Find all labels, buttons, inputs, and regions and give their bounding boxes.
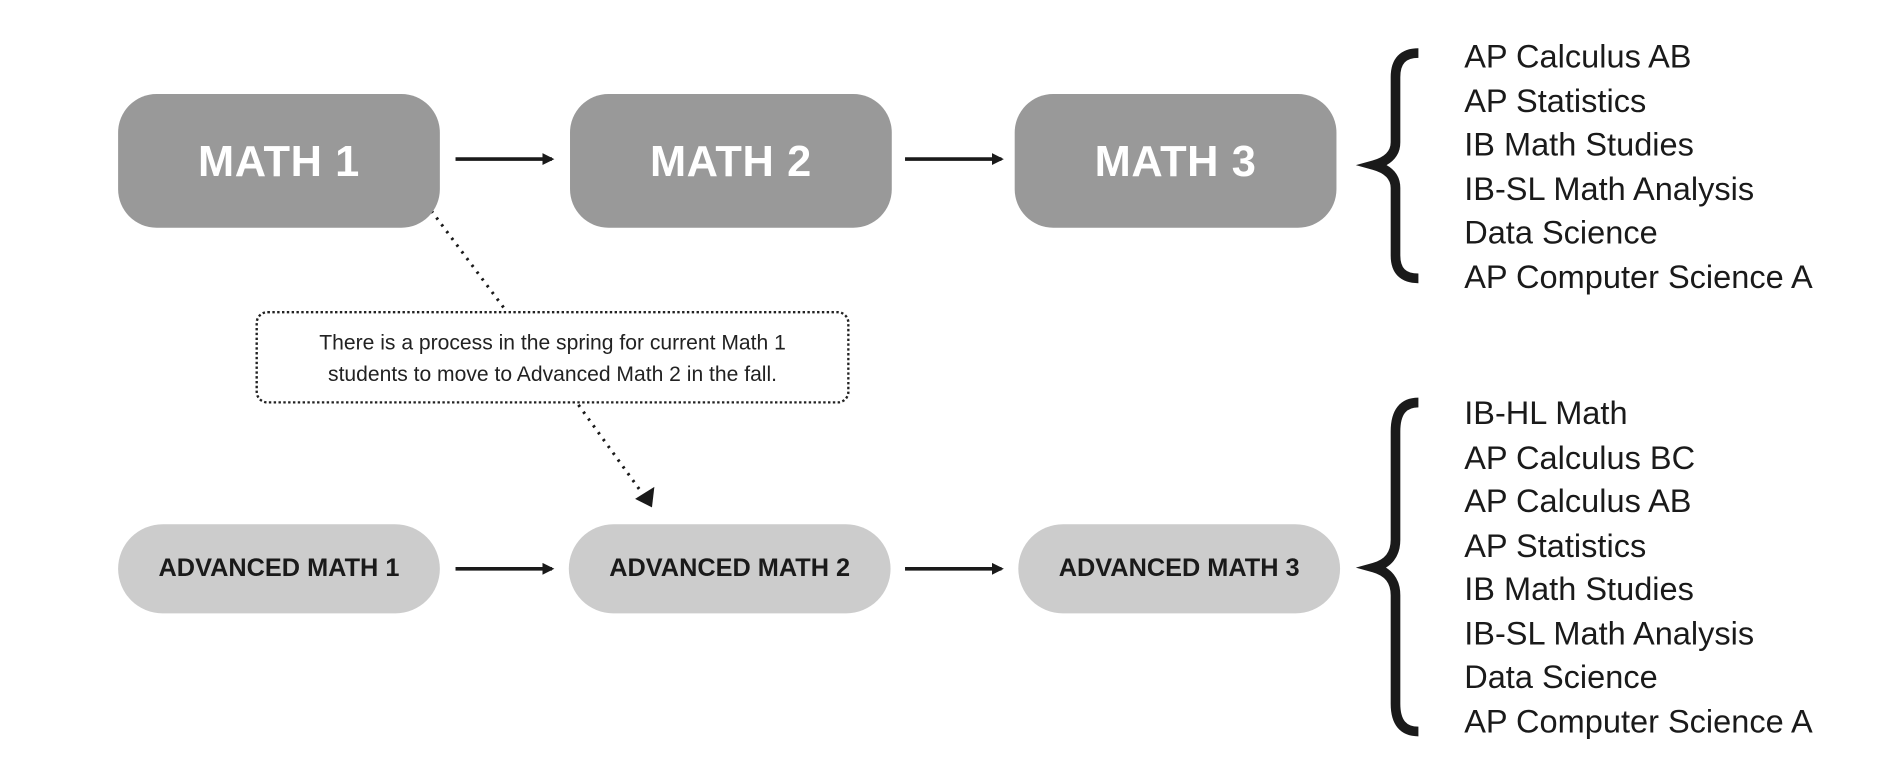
callout-line-2: students to move to Advanced Math 2 in t… [328,360,778,386]
callout-line-1: There is a process in the spring for cur… [319,329,786,354]
brace-advanced [1355,397,1419,737]
dotted-connector-math1-callout [430,209,508,312]
advanced-options-list: IB-HL Math AP Calculus BC AP Calculus AB… [1464,392,1812,744]
math-2-box: MATH 2 [570,93,892,228]
list-item: Data Science [1464,659,1658,696]
list-item: IB Math Studies [1464,126,1694,163]
list-item: AP Calculus AB [1464,38,1692,75]
advanced-math-2-box: ADVANCED MATH 2 [568,524,891,614]
list-item: IB Math Studies [1464,571,1694,608]
list-item: AP Computer Science A [1464,258,1813,295]
list-item: AP Statistics [1464,527,1647,564]
list-item: IB-HL Math [1464,395,1628,432]
brace-standard [1355,48,1419,284]
advanced-math-3-box: ADVANCED MATH 3 [1018,524,1341,614]
list-item: AP Calculus AB [1464,483,1692,520]
list-item: AP Computer Science A [1464,703,1813,740]
dotted-arrowhead [635,486,655,508]
standard-options-list: AP Calculus AB AP Statistics IB Math Stu… [1464,35,1812,299]
callout-note: There is a process in the spring for cur… [255,310,850,404]
math-3-box: MATH 3 [1014,93,1337,228]
advanced-math-1-box: ADVANCED MATH 1 [118,524,440,614]
list-item: AP Statistics [1464,82,1647,119]
dotted-arrow-callout-adv2 [577,404,643,493]
list-item: IB-SL Math Analysis [1464,170,1755,207]
list-item: AP Calculus BC [1464,439,1696,476]
list-item: IB-SL Math Analysis [1464,615,1755,652]
list-item: Data Science [1464,214,1658,251]
math-1-box: MATH 1 [118,93,440,228]
